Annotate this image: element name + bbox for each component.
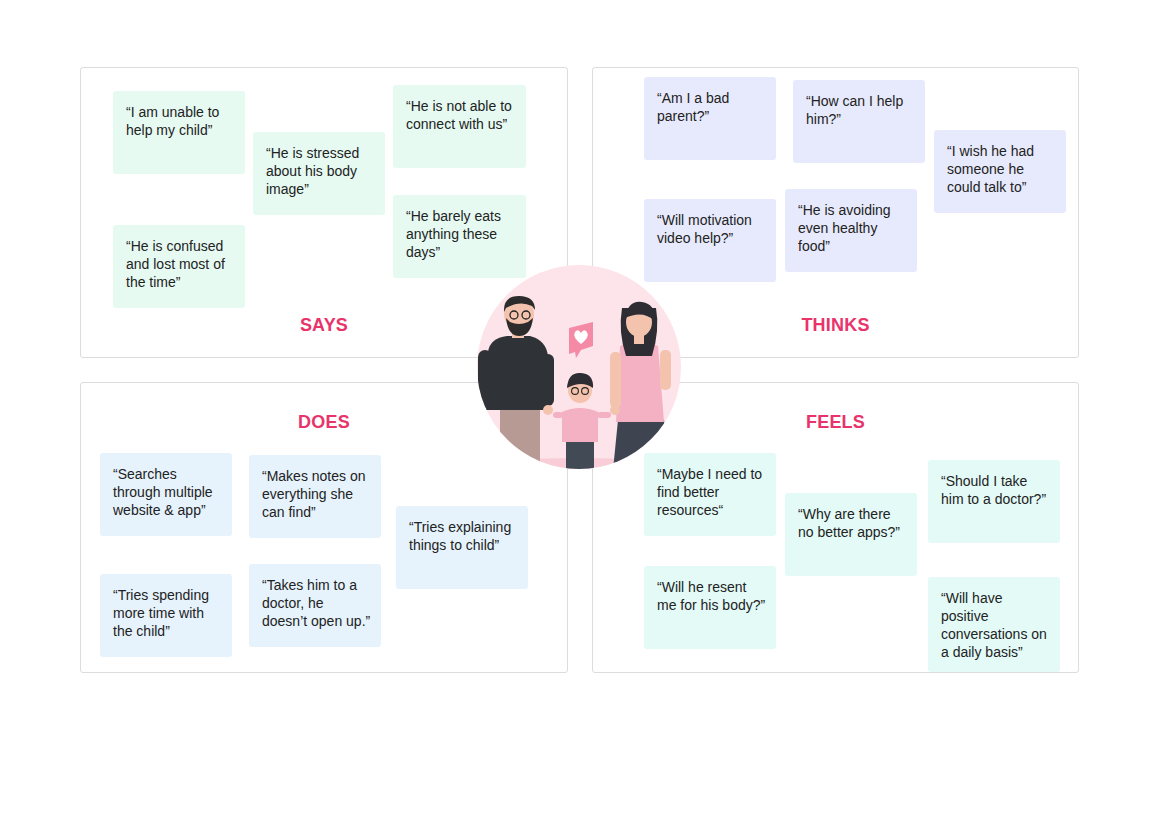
sticky-note: “I am unable to help my child” [113,91,245,174]
note-text: “Will have positive conversations on a d… [941,590,1050,662]
note-text: “He is not able to connect with us” [406,98,516,134]
sticky-note: “Am I a bad parent?” [644,77,776,160]
sticky-note: “He is avoiding even healthy food” [785,189,917,272]
sticky-note: “Will have positive conversations on a d… [928,577,1060,672]
sticky-note: “Searches through multiple website & app… [100,453,232,536]
sticky-note: “Maybe I need to find better resources“ [644,453,776,536]
sticky-note: “Should I take him to a doctor?” [928,460,1060,543]
sticky-note: “Will motivation video help?” [644,199,776,282]
sticky-note: “He is stressed about his body image” [253,132,385,215]
note-text: “Tries spending more time with the child… [113,587,222,641]
note-text: “Should I take him to a doctor?” [941,473,1050,509]
note-text: “Maybe I need to find better resources“ [657,466,766,520]
sticky-note: “He barely eats anything these days” [393,195,526,278]
note-text: “He is avoiding even healthy food” [798,202,907,256]
note-text: “Will he resent me for his body?” [657,579,766,615]
sticky-note: “Tries explaining things to child” [396,506,528,589]
quadrant-panel: THINKS “Am I a bad parent?” “How can I hel… [592,67,1079,358]
sticky-note: “Will he resent me for his body?” [644,566,776,649]
quadrant-title: DOES [81,412,567,433]
sticky-note: “I wish he had someone he could talk to” [934,130,1066,213]
sticky-note: “Takes him to a doctor, he doesn’t open … [249,564,381,647]
note-text: “I am unable to help my child” [126,104,235,140]
quadrant-title: THINKS [593,315,1078,336]
note-text: “How can I help him?” [806,93,915,129]
note-text: “He is confused and lost most of the tim… [126,238,235,292]
note-text: “Tries explaining things to child” [409,519,518,555]
sticky-note: “Tries spending more time with the child… [100,574,232,657]
sticky-note: “How can I help him?” [793,80,925,163]
note-text: “Makes notes on everything she can find” [262,468,371,522]
quadrant-title: FEELS [593,412,1078,433]
quadrant-title: SAYS [81,315,567,336]
quadrant-panel: SAYS “I am unable to help my child” “He is… [80,67,568,358]
quadrant-panel: FEELS “Maybe I need to find better resour… [592,382,1079,673]
sticky-note: “He is not able to connect with us” [393,85,526,168]
note-text: “Searches through multiple website & app… [113,466,222,520]
sticky-note: “Why are there no better apps?” [785,493,917,576]
note-text: “Am I a bad parent?” [657,90,766,126]
sticky-note: “He is confused and lost most of the tim… [113,225,245,308]
note-text: “I wish he had someone he could talk to” [947,143,1056,197]
sticky-note: “Makes notes on everything she can find” [249,455,381,538]
quadrant-panel: DOES “Searches through multiple website &… [80,382,568,673]
note-text: “Takes him to a doctor, he doesn’t open … [262,577,371,631]
note-text: “He is stressed about his body image” [266,145,375,199]
note-text: “He barely eats anything these days” [406,208,516,262]
note-text: “Why are there no better apps?” [798,506,907,542]
note-text: “Will motivation video help?” [657,212,766,248]
